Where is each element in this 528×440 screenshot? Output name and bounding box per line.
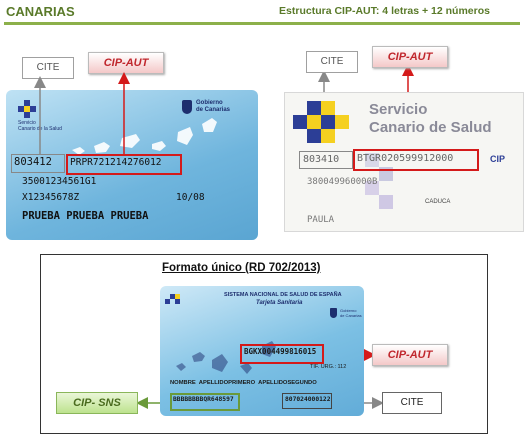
health-card-canarias-2: Servicio Canario de Salud 803410 BTGR020…: [284, 92, 524, 232]
card2-number-line: 380049960000B: [307, 177, 378, 187]
card1-dni: X12345678Z: [22, 192, 80, 203]
health-card-unified: SISTEMA NACIONAL DE SALUD DE ESPAÑA Tarj…: [160, 286, 364, 416]
unified-gov-text: Gobierno de Canarias: [340, 308, 362, 318]
page-subtitle: Estructura CIP-AUT: 4 letras + 12 número…: [279, 5, 490, 17]
header-divider: [4, 22, 520, 25]
cite-label-2: CITE: [306, 51, 358, 73]
card1-expiry: 10/08: [176, 192, 205, 203]
cite-label-1: CITE: [22, 57, 74, 79]
cip-aut-label-3: CIP-AUT: [372, 344, 448, 366]
unified-cite-value: 807024000122: [285, 396, 331, 403]
coat-of-arms-icon: [330, 308, 337, 318]
coat-of-arms-icon: [182, 100, 192, 114]
unified-header1: SISTEMA NACIONAL DE SALUD DE ESPAÑA: [224, 292, 342, 298]
unified-cip-sns-value: BBBBBBBBQR648597: [173, 396, 234, 403]
canary-islands-map: [176, 341, 276, 374]
card2-brand-line2: Canario de Salud: [369, 119, 492, 136]
card2-holder-name: PAULA: [307, 215, 335, 225]
cip-sns-label: CIP- SNS: [56, 392, 138, 414]
unified-cip-aut-value: BGKX004499816015: [244, 347, 317, 356]
card1-cip-aut-value: PRPR721214276012: [70, 157, 162, 168]
card2-brand-line1: Servicio: [369, 101, 428, 118]
card2-cip-aut-value: BTGR020599912000: [357, 153, 454, 164]
page-title: CANARIAS: [6, 4, 75, 19]
cip-aut-label-2: CIP-AUT: [372, 46, 448, 68]
card2-expiry-label: CADUCA: [425, 199, 451, 205]
unified-format-panel: [40, 254, 488, 434]
health-card-canarias-1: Servicio Canario de la Salud Gobierno de…: [6, 90, 258, 240]
unified-tel: TIF. URG.: 112: [310, 364, 347, 370]
canary-islands-map: [72, 118, 217, 155]
card2-cite-value: 803410: [303, 154, 340, 165]
cite-label-3: CITE: [382, 392, 442, 414]
unified-name-line: NOMBRE APELLIDOPRIMERO APELLIDOSEGUNDO: [170, 380, 317, 386]
card1-cite-value: 803412: [14, 156, 52, 168]
card2-cip-label: CIP: [490, 154, 506, 164]
card1-holder-name: PRUEBA PRUEBA PRUEBA: [22, 210, 149, 222]
gov-logo-text-1: Gobierno de Canarias: [196, 100, 231, 113]
unified-header2: Tarjeta Sanitaria: [256, 300, 303, 306]
card1-number-line: 35001234561G1: [22, 176, 97, 187]
cip-aut-label-1: CIP-AUT: [88, 52, 164, 74]
unified-format-title: Formato único (RD 702/2013): [162, 262, 321, 274]
